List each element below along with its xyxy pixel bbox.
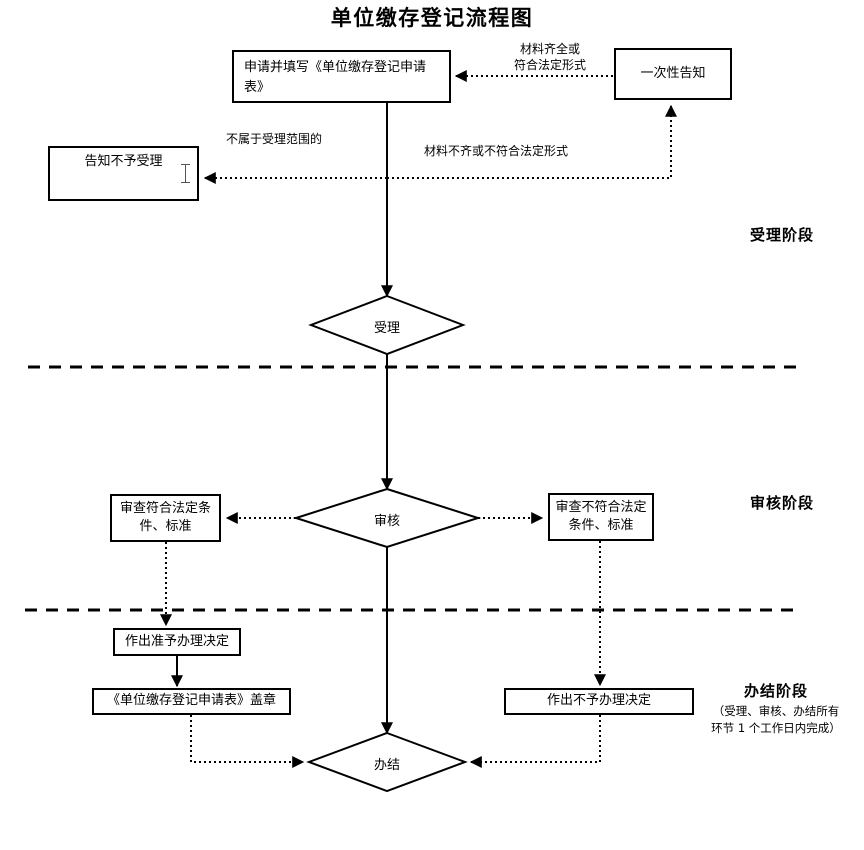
node-review-fail-label: 审查不符合法定 条件、标准	[555, 500, 647, 533]
node-apply-form[interactable]: 申请并填写《单位缴存登记申请表》	[232, 50, 451, 103]
stage-label-complete-title: 办结阶段	[743, 682, 808, 700]
node-review-pass-label: 审查符合法定条 件、标准	[119, 501, 211, 534]
node-accept-label: 受理	[373, 321, 400, 336]
node-stamp-form-label: 《单位缴存登记申请表》盖章	[106, 693, 276, 709]
node-reject-notice-label: 告知不予受理	[84, 154, 163, 169]
node-deny-decision[interactable]: 作出不予办理决定	[504, 688, 694, 715]
stage-label-complete: 办结阶段 （受理、审核、办结所有 环节 1 个工作日内完成）	[688, 680, 864, 738]
node-review-fail[interactable]: 审查不符合法定 条件、标准	[548, 493, 654, 541]
stage-label-complete-note: （受理、审核、办结所有 环节 1 个工作日内完成）	[711, 704, 841, 736]
node-approve-decision-label: 作出准予办理决定	[124, 633, 229, 649]
edge-label-materials-incomplete: 材料不齐或不符合法定形式	[424, 144, 569, 158]
stage-label-accept-title: 受理阶段	[749, 226, 814, 244]
node-approve-decision[interactable]: 作出准予办理决定	[113, 628, 241, 656]
node-stamp-form[interactable]: 《单位缴存登记申请表》盖章	[92, 688, 291, 715]
node-reject-notice[interactable]: 告知不予受理	[48, 146, 199, 201]
edge-stamp-to-complete	[190, 715, 305, 768]
node-one-time-notice-label: 一次性告知	[640, 65, 706, 81]
page-title: 单位缴存登记流程图	[330, 6, 534, 30]
node-review-label: 审核	[373, 514, 400, 529]
node-complete-diamond	[306, 731, 468, 793]
edge-label-not-in-scope: 不属于受理范围的	[226, 132, 323, 146]
edge-deny-to-complete	[469, 715, 601, 768]
text-cursor-icon	[181, 164, 190, 183]
node-one-time-notice[interactable]: 一次性告知	[614, 48, 732, 100]
stage-label-review-title: 审核阶段	[749, 494, 814, 512]
edge-incomplete-to-onetime	[387, 104, 677, 179]
node-complete-label: 办结	[373, 758, 400, 773]
node-deny-decision-label: 作出不予办理决定	[546, 693, 651, 709]
node-apply-form-label: 申请并填写《单位缴存登记申请表》	[244, 60, 427, 96]
node-review-pass[interactable]: 审查符合法定条 件、标准	[110, 494, 221, 542]
stage-label-review: 审核阶段	[700, 492, 864, 513]
edge-label-materials-ok: 材料齐全或 符合法定形式	[513, 42, 586, 73]
stage-label-accept: 受理阶段	[700, 224, 864, 245]
